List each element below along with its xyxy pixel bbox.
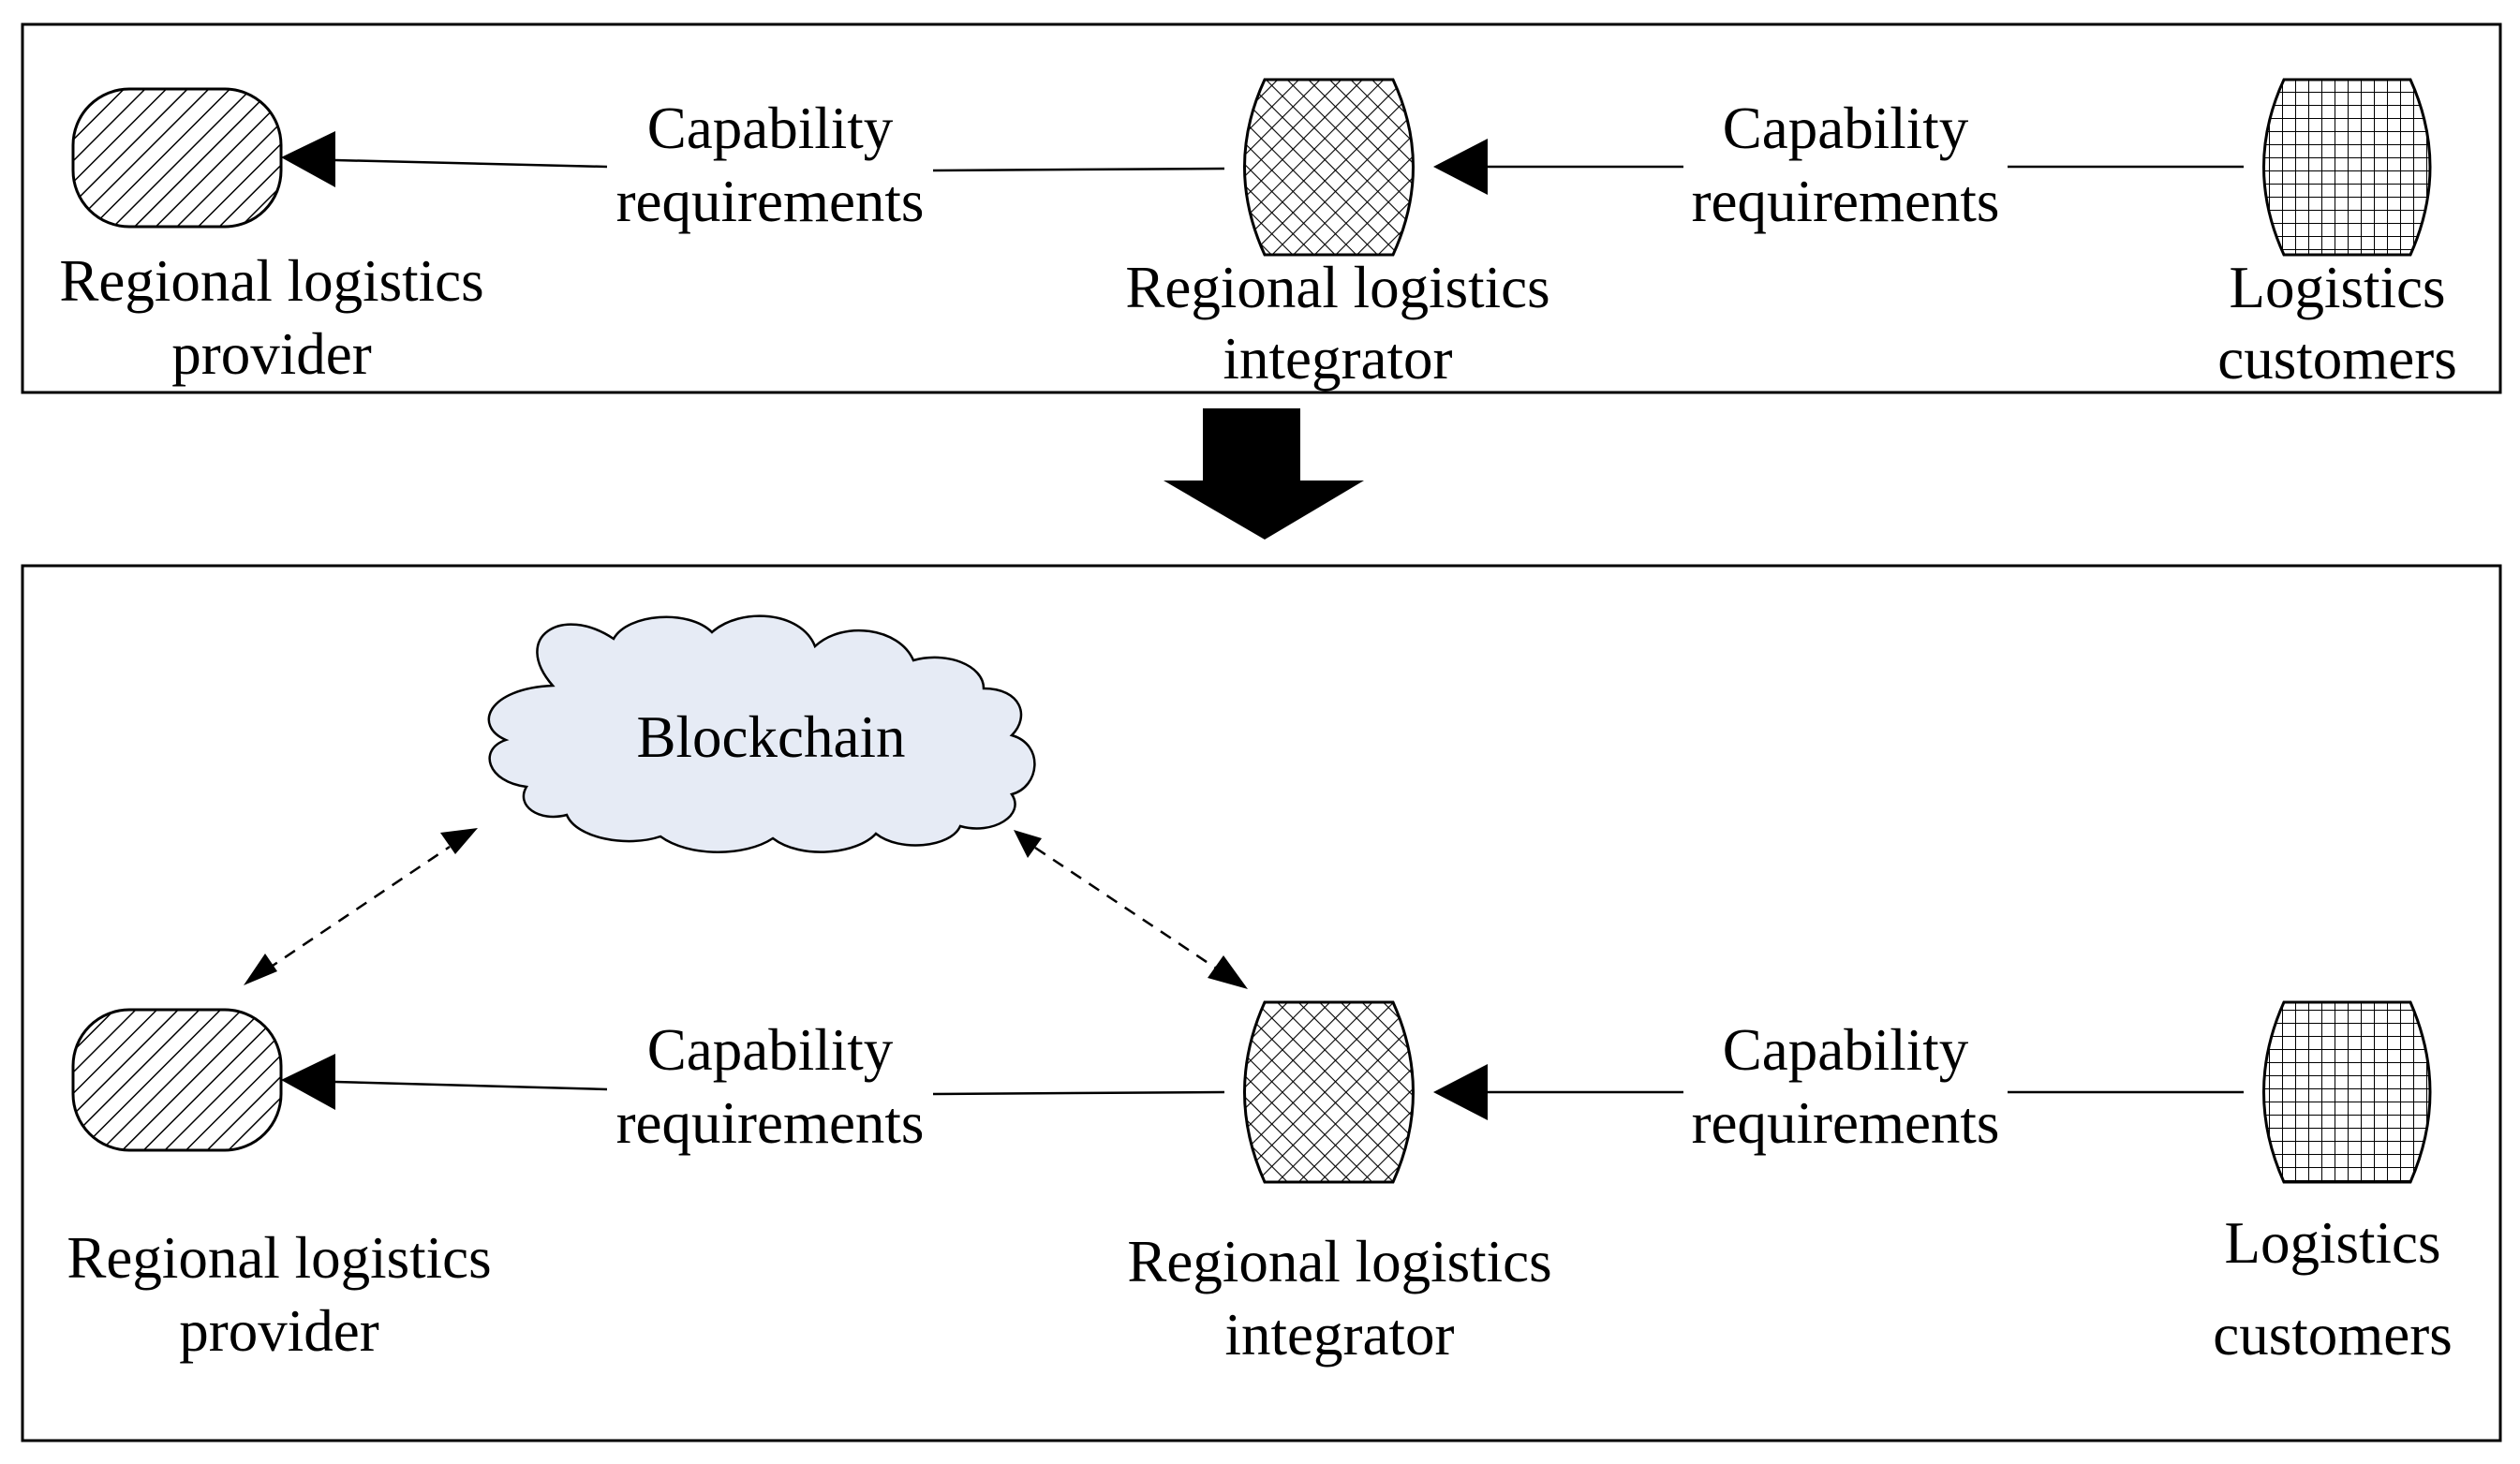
bottom-provider-label-line1: Regional logistics (67, 1225, 491, 1291)
dashed-link-provider-blockchain (266, 845, 451, 971)
top-edge-integrator-to-provider (334, 158, 608, 169)
dashed-link-blockchain-integrator (1034, 846, 1219, 971)
dashed-arrowhead-at-integrator (1208, 955, 1248, 989)
bottom-arrowhead-into-provider (281, 1054, 335, 1110)
bottom-integrator-label-line2: integrator (1225, 1302, 1455, 1368)
top-edge-right-label-line2: requirements (1692, 169, 2000, 234)
top-customers-node (2262, 78, 2432, 257)
top-panel-frame (21, 22, 2502, 394)
bottom-edge-integrator-to-provider (932, 1090, 1225, 1096)
top-edge-integrator-to-provider (932, 167, 1225, 172)
top-edge-left-label-line1: Capability (647, 96, 894, 161)
bottom-customers-label-line1: Logistics (2225, 1210, 2441, 1276)
blockchain-cloud (487, 614, 1036, 853)
bottom-customers-node (2262, 1000, 2432, 1184)
bottom-panel: Blockchain Capability requirements Capab… (21, 564, 2502, 1442)
bottom-arrowhead-into-integrator (1433, 1064, 1488, 1120)
bottom-integrator-node (1243, 1000, 1415, 1184)
bottom-panel-frame (21, 564, 2502, 1442)
bottom-customers-label-line2: customers (2213, 1302, 2452, 1368)
top-integrator-label-line1: Regional logistics (1125, 255, 1549, 320)
top-provider-label-line2: provider (171, 321, 371, 387)
blockchain-label: Blockchain (637, 704, 906, 770)
bottom-edge-right-label-line1: Capability (1723, 1017, 1969, 1083)
top-integrator-label-line2: integrator (1223, 326, 1453, 392)
top-customers-label-line2: customers (2217, 326, 2456, 392)
top-integrator-node (1243, 78, 1415, 257)
top-panel: Capability requirements Capability requi… (21, 22, 2502, 394)
bottom-provider-label-line2: provider (179, 1298, 378, 1364)
top-edge-right-label-line1: Capability (1723, 96, 1969, 161)
top-edge-left-label-line2: requirements (616, 169, 925, 234)
bottom-edge-left-label-line1: Capability (647, 1017, 894, 1083)
dashed-arrowhead-at-provider (244, 954, 277, 985)
top-arrowhead-into-provider (281, 131, 335, 187)
top-arrowhead-into-integrator (1433, 139, 1488, 195)
dashed-arrowhead-at-blockchain-right (1014, 830, 1042, 858)
transition-down-arrow (1164, 408, 1364, 540)
bottom-edge-left-label-line2: requirements (616, 1090, 925, 1156)
bottom-edge-right-label-line2: requirements (1692, 1090, 2000, 1156)
bottom-provider-node (71, 1008, 283, 1152)
top-provider-label-line1: Regional logistics (59, 248, 483, 314)
bottom-integrator-label-line1: Regional logistics (1127, 1229, 1551, 1294)
dashed-arrowhead-at-blockchain (440, 828, 478, 854)
bottom-edge-integrator-to-provider (334, 1080, 608, 1091)
top-provider-node (71, 87, 283, 229)
top-customers-label-line1: Logistics (2230, 255, 2446, 320)
